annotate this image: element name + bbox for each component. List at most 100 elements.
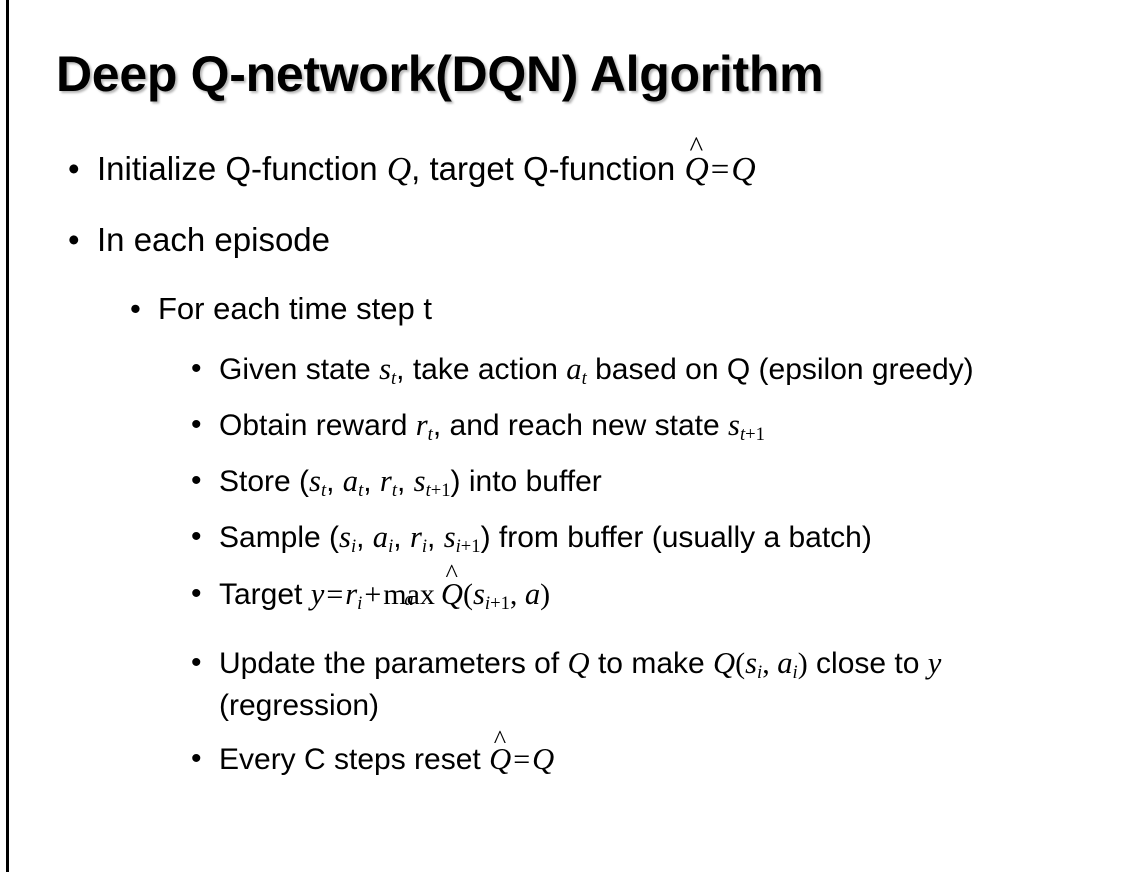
update-comma: , — [762, 646, 778, 680]
bullet-store-text: Store (st, at, rt, st+1) into buffer — [219, 461, 1096, 504]
sample-s2: s — [443, 520, 456, 555]
sample-s1-sub: i — [350, 536, 357, 558]
bullet-given-state: • Given state st, take action at based o… — [0, 349, 1124, 392]
given-state-p2: , take action — [396, 353, 567, 387]
sample-p2: ) from buffer (usually a batch) — [480, 521, 872, 555]
given-state-s: s — [379, 352, 391, 387]
store-s2: s — [413, 464, 426, 499]
update-p2: to make — [589, 646, 714, 680]
target-qhat: Q — [440, 576, 463, 611]
every-c-equation: ^Q=Q — [489, 725, 555, 776]
update-p4: (regression) — [219, 688, 380, 722]
target-s-sub: i+1 — [484, 592, 510, 614]
store-a1-sub: t — [358, 480, 364, 502]
initialize-equals: = — [710, 152, 730, 188]
given-state-s-sub: t — [390, 368, 397, 390]
bullet-in-each-episode-text: In each episode — [97, 220, 331, 258]
left-edge-rule — [6, 0, 9, 872]
store-p1: Store ( — [219, 465, 310, 499]
obtain-reward-p1: Obtain reward — [219, 409, 416, 443]
bullet-dot-icon: • — [191, 645, 202, 679]
store-r1-sub: t — [391, 480, 397, 502]
target-r: r — [345, 576, 358, 611]
obtain-reward-p2: , and reach new state — [432, 409, 729, 443]
hat-accent-icon: ^ — [689, 131, 704, 164]
target-max-underscript: a — [404, 588, 414, 610]
target-s: s — [473, 576, 485, 611]
update-a-sub: i — [792, 661, 798, 683]
update-close-paren: ) — [797, 646, 808, 680]
given-state-a-term: at — [566, 352, 587, 390]
initialize-var-qhat: Q — [684, 151, 709, 188]
update-p3: close to — [807, 646, 928, 680]
store-s2-sub: t+1 — [425, 480, 451, 502]
target-max-label: max — [383, 577, 435, 611]
sample-c1: , — [356, 521, 373, 555]
given-state-a: a — [566, 352, 582, 387]
bullet-dot-icon: • — [191, 520, 202, 554]
bullet-given-state-text: Given state st, take action at based on … — [219, 349, 1096, 392]
bullet-dot-icon: • — [130, 290, 141, 326]
store-c2: , — [363, 465, 380, 499]
sample-tuple: si, ai, ri, si+1 — [339, 520, 481, 557]
every-c-equals: = — [513, 742, 531, 776]
obtain-reward-r-sub: t — [427, 424, 433, 446]
every-c-p1: Every C steps reset — [219, 742, 490, 776]
update-open-paren: ( — [735, 646, 746, 680]
sample-a1: a — [372, 520, 389, 555]
obtain-reward-s-term: st+1 — [728, 408, 765, 445]
update-p1: Update the parameters of — [219, 646, 568, 680]
bullet-sample: • Sample (si, ai, ri, si+1) from buffer … — [0, 517, 1124, 560]
q-hat-group: ^Q — [684, 133, 709, 192]
store-s1: s — [309, 464, 321, 499]
bullet-obtain-reward: • Obtain reward rt, and reach new state … — [0, 405, 1124, 448]
slide-body: • Initialize Q-function Q, target Q-func… — [0, 133, 1124, 793]
initialize-mid: , target Q-function — [411, 150, 685, 187]
bullet-dot-icon: • — [68, 220, 80, 258]
bullet-initialize: • Initialize Q-function Q, target Q-func… — [0, 133, 1124, 192]
given-state-p3: based on Q (epsilon greedy) — [586, 353, 974, 387]
update-q-call: Q(si, ai) — [713, 645, 808, 683]
sample-r1-sub: i — [421, 536, 428, 558]
hat-accent-icon: ^ — [493, 723, 507, 754]
obtain-reward-r-term: rt — [416, 408, 433, 446]
target-close-paren: ) — [540, 577, 551, 611]
bullet-dot-icon: • — [191, 352, 202, 386]
bullet-dot-icon: • — [191, 741, 202, 775]
bullet-sample-text: Sample (si, ai, ri, si+1) from buffer (u… — [219, 517, 1096, 560]
target-y: y — [310, 576, 325, 611]
bullet-dot-icon: • — [191, 576, 202, 610]
target-qhat-group: ^Q — [440, 560, 463, 615]
sample-c3: , — [427, 521, 444, 555]
given-state-s-term: st — [379, 352, 397, 390]
every-c-qhat: Q — [489, 741, 512, 776]
store-p2: ) into buffer — [450, 465, 602, 499]
bullet-update-text: Update the parameters of Q to make Q(si,… — [219, 643, 1096, 726]
store-c3: , — [397, 465, 414, 499]
initialize-equation: ^Q=Q — [684, 133, 755, 188]
given-state-a-sub: t — [581, 368, 587, 390]
bullet-initialize-text: Initialize Q-function Q, target Q-functi… — [97, 133, 1124, 192]
hat-accent-icon: ^ — [445, 558, 458, 589]
store-c1: , — [326, 465, 343, 499]
bullet-for-each-time-step-text: For each time step t — [158, 290, 432, 326]
bullet-in-each-episode: • In each episode — [0, 219, 1124, 262]
bullet-store: • Store (st, at, rt, st+1) into buffer — [0, 461, 1124, 504]
target-open-paren: ( — [463, 577, 473, 611]
update-y: y — [927, 645, 942, 680]
bullet-update: • Update the parameters of Q to make Q(s… — [0, 643, 1124, 726]
every-c-q: Q — [532, 741, 555, 776]
sample-s2-sub: i+1 — [455, 536, 481, 558]
store-s1-sub: t — [320, 480, 327, 502]
store-a1: a — [342, 464, 359, 499]
initialize-var-q1: Q — [386, 151, 412, 188]
update-q1: Q — [567, 645, 590, 680]
sample-s1: s — [339, 520, 351, 555]
update-q2: Q — [713, 645, 736, 680]
update-s-sub: i — [757, 661, 763, 683]
